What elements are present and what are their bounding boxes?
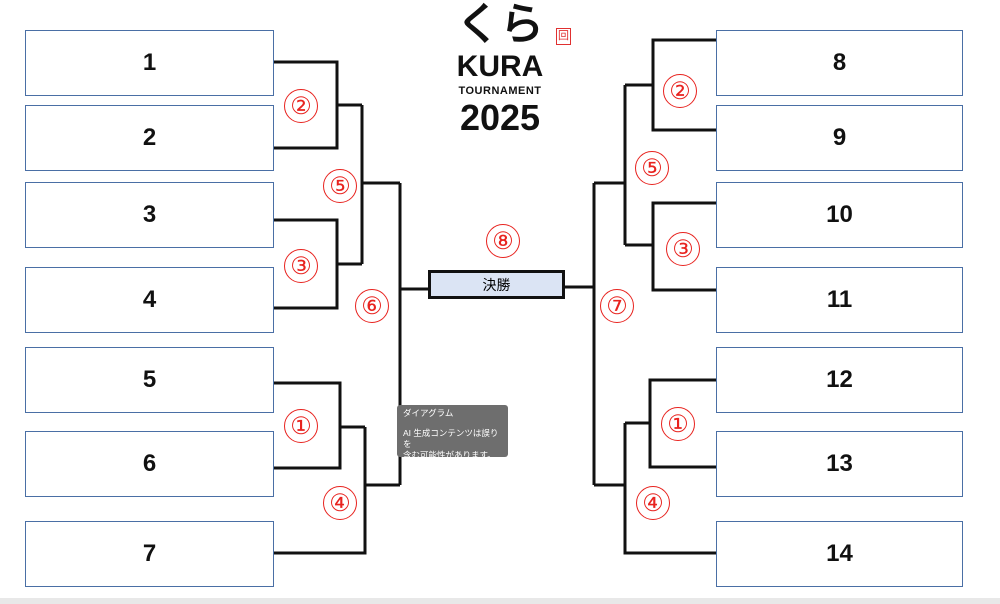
team-box-6[interactable]: 6 bbox=[25, 431, 274, 497]
team-box-1[interactable]: 1 bbox=[25, 30, 274, 96]
team-box-7[interactable]: 7 bbox=[25, 521, 274, 587]
team-box-9[interactable]: 9 bbox=[716, 105, 963, 171]
tooltip-body-line2: 含む可能性があります。 bbox=[403, 450, 496, 460]
match-number: ② bbox=[663, 74, 697, 108]
match-number: ⑥ bbox=[355, 289, 389, 323]
match-number: ② bbox=[284, 89, 318, 123]
team-box-11[interactable]: 11 bbox=[716, 267, 963, 333]
tooltip-body-line1: AI 生成コンテンツは誤りを bbox=[403, 428, 499, 449]
logo-subtitle: TOURNAMENT bbox=[458, 85, 542, 97]
match-number: ⑤ bbox=[635, 151, 669, 185]
bottom-scrollbar[interactable] bbox=[0, 598, 1000, 604]
team-box-13[interactable]: 13 bbox=[716, 431, 963, 497]
logo-year: 2025 bbox=[459, 97, 541, 138]
match-number: ③ bbox=[666, 232, 700, 266]
match-number: ③ bbox=[284, 249, 318, 283]
logo-title: KURA bbox=[456, 50, 544, 83]
kura-tournament-logo: くら 回 KURA TOURNAMENT 2025 bbox=[440, 0, 571, 138]
team-box-12[interactable]: 12 bbox=[716, 347, 963, 413]
match-number: ④ bbox=[323, 486, 357, 520]
logo-kana: くら bbox=[456, 0, 544, 50]
final-match-box[interactable]: 決勝 bbox=[428, 270, 565, 299]
match-number: ⑦ bbox=[600, 289, 634, 323]
team-box-14[interactable]: 14 bbox=[716, 521, 963, 587]
tooltip-title: ダイアグラム bbox=[403, 408, 454, 418]
team-box-3[interactable]: 3 bbox=[25, 182, 274, 248]
team-box-2[interactable]: 2 bbox=[25, 105, 274, 171]
team-box-8[interactable]: 8 bbox=[716, 30, 963, 96]
match-number: ① bbox=[284, 409, 318, 443]
match-number: ⑧ bbox=[486, 224, 520, 258]
match-number: ① bbox=[661, 407, 695, 441]
team-box-10[interactable]: 10 bbox=[716, 182, 963, 248]
ai-diagram-tooltip: ダイアグラム AI 生成コンテンツは誤りを 含む可能性があります。 bbox=[397, 405, 508, 460]
team-box-4[interactable]: 4 bbox=[25, 267, 274, 333]
match-number: ④ bbox=[636, 486, 670, 520]
team-box-5[interactable]: 5 bbox=[25, 347, 274, 413]
logo-seal: 回 bbox=[556, 28, 571, 45]
match-number: ⑤ bbox=[323, 169, 357, 203]
